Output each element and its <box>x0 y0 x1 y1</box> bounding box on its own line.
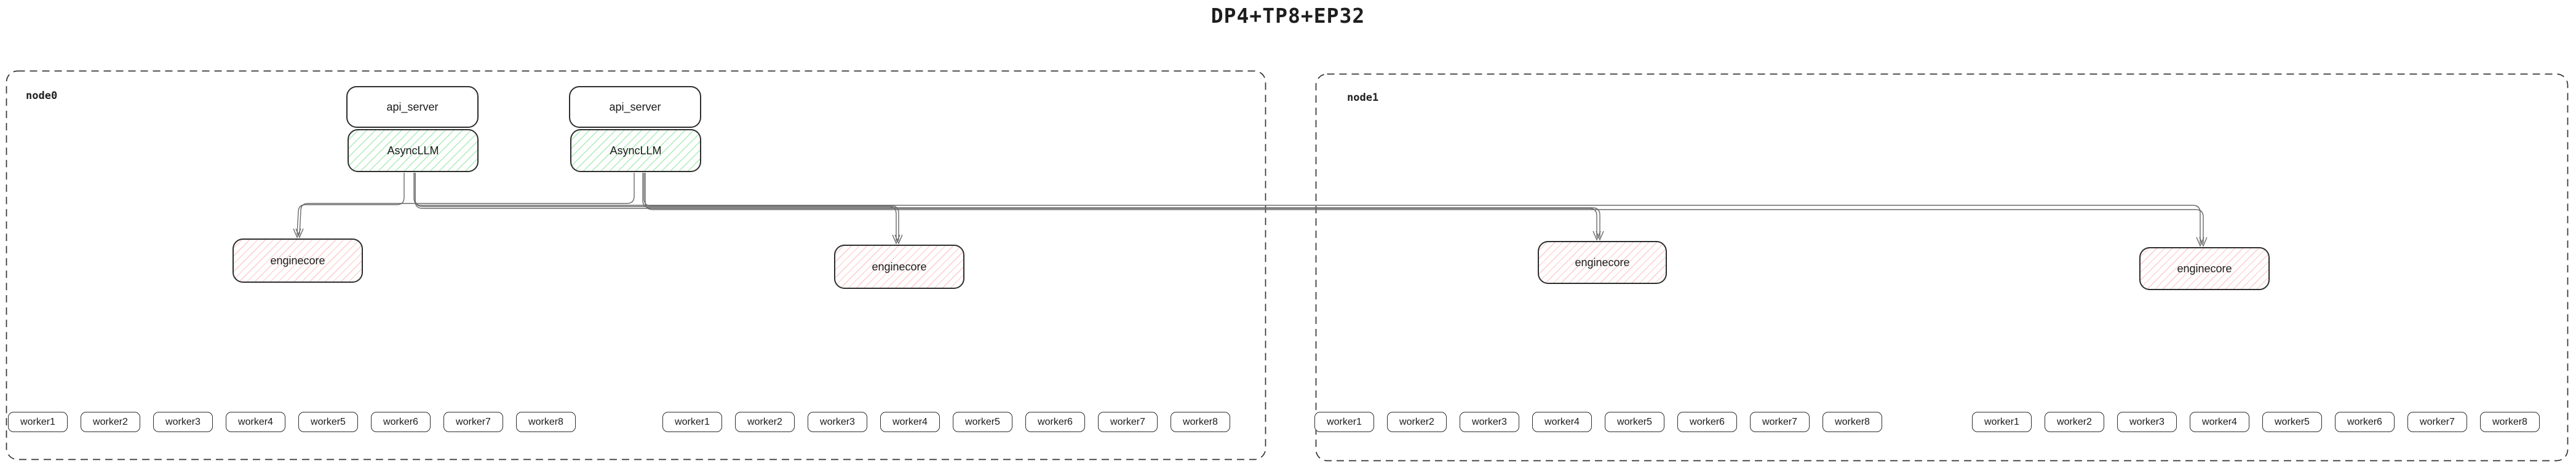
edge-asyncllm2-enginecore2 <box>643 173 899 241</box>
arrowhead-enginecore2b <box>894 234 903 245</box>
arrowhead-enginecore1b <box>295 228 304 238</box>
enginecore-box-3: enginecore <box>1538 241 1667 284</box>
enginecore-box-2: enginecore <box>834 245 964 289</box>
asyncllm-box-2: AsyncLLM <box>570 129 701 172</box>
arrowhead-enginecore3 <box>1592 231 1601 241</box>
node1-label: node1 <box>1347 92 1379 104</box>
worker-group-1: worker1 worker2 worker3 worker4 worker5 … <box>8 412 576 432</box>
worker-box: worker6 <box>1025 412 1085 432</box>
worker-box: worker1 <box>8 412 68 432</box>
enginecore-box-4: enginecore <box>2139 247 2270 290</box>
worker-box: worker5 <box>1605 412 1664 432</box>
worker-box: worker6 <box>371 412 431 432</box>
node1-border <box>1315 73 2569 462</box>
worker-box: worker2 <box>81 412 140 432</box>
worker-box: worker8 <box>1171 412 1230 432</box>
worker-group-3: worker1 worker2 worker3 worker4 worker5 … <box>1314 412 1882 432</box>
arrowhead-enginecore4b <box>2199 237 2208 247</box>
edge-asyncllm2-enginecore1 <box>299 173 635 235</box>
worker-box: worker1 <box>662 412 722 432</box>
worker-box: worker3 <box>808 412 867 432</box>
worker-box: worker8 <box>1823 412 1882 432</box>
worker-box: worker4 <box>226 412 285 432</box>
worker-box: worker3 <box>153 412 213 432</box>
worker-box: worker3 <box>2117 412 2177 432</box>
worker-box: worker7 <box>1098 412 1158 432</box>
asyncllm-box-1: AsyncLLM <box>348 129 479 172</box>
node0-label: node0 <box>26 90 58 102</box>
worker-box: worker5 <box>2262 412 2322 432</box>
worker-group-4: worker1 worker2 worker3 worker4 worker5 … <box>1972 412 2540 432</box>
worker-box: worker3 <box>1460 412 1519 432</box>
arrowhead-enginecore3b <box>1596 231 1604 241</box>
worker-box: worker4 <box>880 412 940 432</box>
worker-box: worker7 <box>443 412 503 432</box>
node0-border <box>6 70 1266 460</box>
edge-asyncllm1-enginecore1 <box>296 173 405 235</box>
api-server-box-2: api_server <box>569 86 701 128</box>
worker-box: worker2 <box>1387 412 1447 432</box>
edge-asyncllm1-enginecore3 <box>415 173 1597 237</box>
worker-box: worker6 <box>1677 412 1737 432</box>
edge-asyncllm1-enginecore2 <box>415 173 897 241</box>
worker-box: worker2 <box>735 412 795 432</box>
edge-asyncllm2-enginecore4 <box>645 173 2204 243</box>
enginecore-box-1: enginecore <box>233 238 363 283</box>
worker-box: worker5 <box>298 412 358 432</box>
worker-box: worker1 <box>1972 412 2032 432</box>
api-server-box-1: api_server <box>346 86 479 128</box>
worker-box: worker8 <box>2480 412 2540 432</box>
arrowhead-enginecore4 <box>2196 237 2204 247</box>
edge-asyncllm1-enginecore4 <box>413 173 2201 243</box>
worker-box: worker7 <box>1750 412 1810 432</box>
worker-box: worker4 <box>2190 412 2249 432</box>
worker-box: worker2 <box>2045 412 2104 432</box>
arrowhead-enginecore2 <box>892 234 900 245</box>
edge-asyncllm2-enginecore3 <box>642 173 1600 237</box>
worker-box: worker1 <box>1314 412 1374 432</box>
diagram-title: DP4+TP8+EP32 <box>1210 4 1366 28</box>
worker-box: worker8 <box>516 412 576 432</box>
worker-box: worker4 <box>1532 412 1592 432</box>
worker-group-2: worker1 worker2 worker3 worker4 worker5 … <box>662 412 1230 432</box>
arrowhead-enginecore1 <box>293 228 301 238</box>
worker-box: worker6 <box>2335 412 2395 432</box>
worker-box: worker7 <box>2407 412 2467 432</box>
worker-box: worker5 <box>953 412 1012 432</box>
